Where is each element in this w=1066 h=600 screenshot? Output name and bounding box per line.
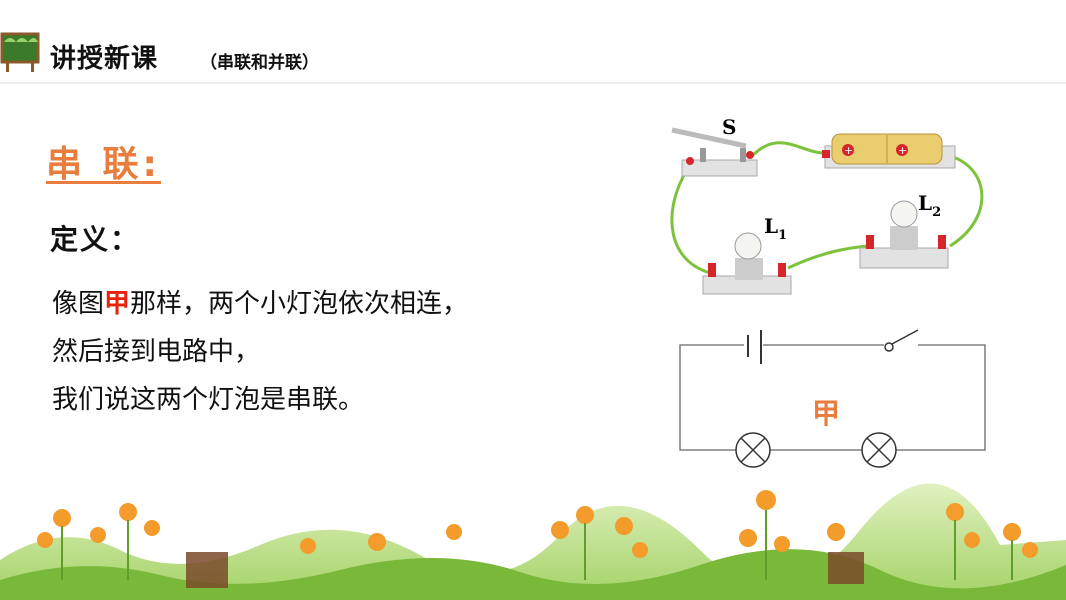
page-title: 讲授新课 [50, 44, 159, 74]
definition-label: 定义： [50, 223, 141, 256]
wire [949, 154, 984, 248]
paragraph-line-1: 像图甲那样，两个小灯泡依次相连， [52, 280, 468, 328]
lamp1-component [702, 232, 792, 295]
wire [750, 141, 826, 158]
switch-component [671, 127, 758, 177]
line1-post: 那样，两个小灯泡依次相连， [130, 289, 469, 319]
battery-component: + + [822, 133, 956, 169]
blackboard-icon [0, 32, 40, 72]
schematic-label: 甲 [812, 397, 841, 430]
svg-text:+: + [898, 144, 907, 157]
flower-meadow-decoration [0, 483, 1066, 600]
header-divider [0, 82, 1066, 84]
line1-pre: 像图 [52, 289, 105, 319]
highlight-jia: 甲 [104, 289, 131, 319]
wire [670, 162, 711, 275]
lamp-symbol [861, 432, 897, 468]
switch-symbol [884, 342, 894, 352]
paragraph-line-3: 我们说这两个灯泡是串联。 [52, 385, 365, 415]
lamp1-label: L1 [764, 214, 787, 243]
wire [787, 244, 869, 270]
switch-label: S [722, 115, 736, 139]
section-title: 串 联: [46, 144, 161, 185]
circuit-schematic [679, 329, 986, 468]
svg-text:+: + [844, 144, 853, 157]
lamp-symbol [735, 432, 771, 468]
definition-paragraph: 像图甲那样，两个小灯泡依次相连， 然后接到电路中， 我们说这两个灯泡是串联。 [52, 280, 468, 424]
lamp2-component [859, 200, 949, 269]
paragraph-line-2: 然后接到电路中， [52, 337, 261, 367]
circuit-photo: S + + L1 L2 [670, 115, 984, 295]
page-subtitle: （串联和并联） [200, 53, 319, 73]
lamp2-label: L2 [918, 191, 941, 220]
